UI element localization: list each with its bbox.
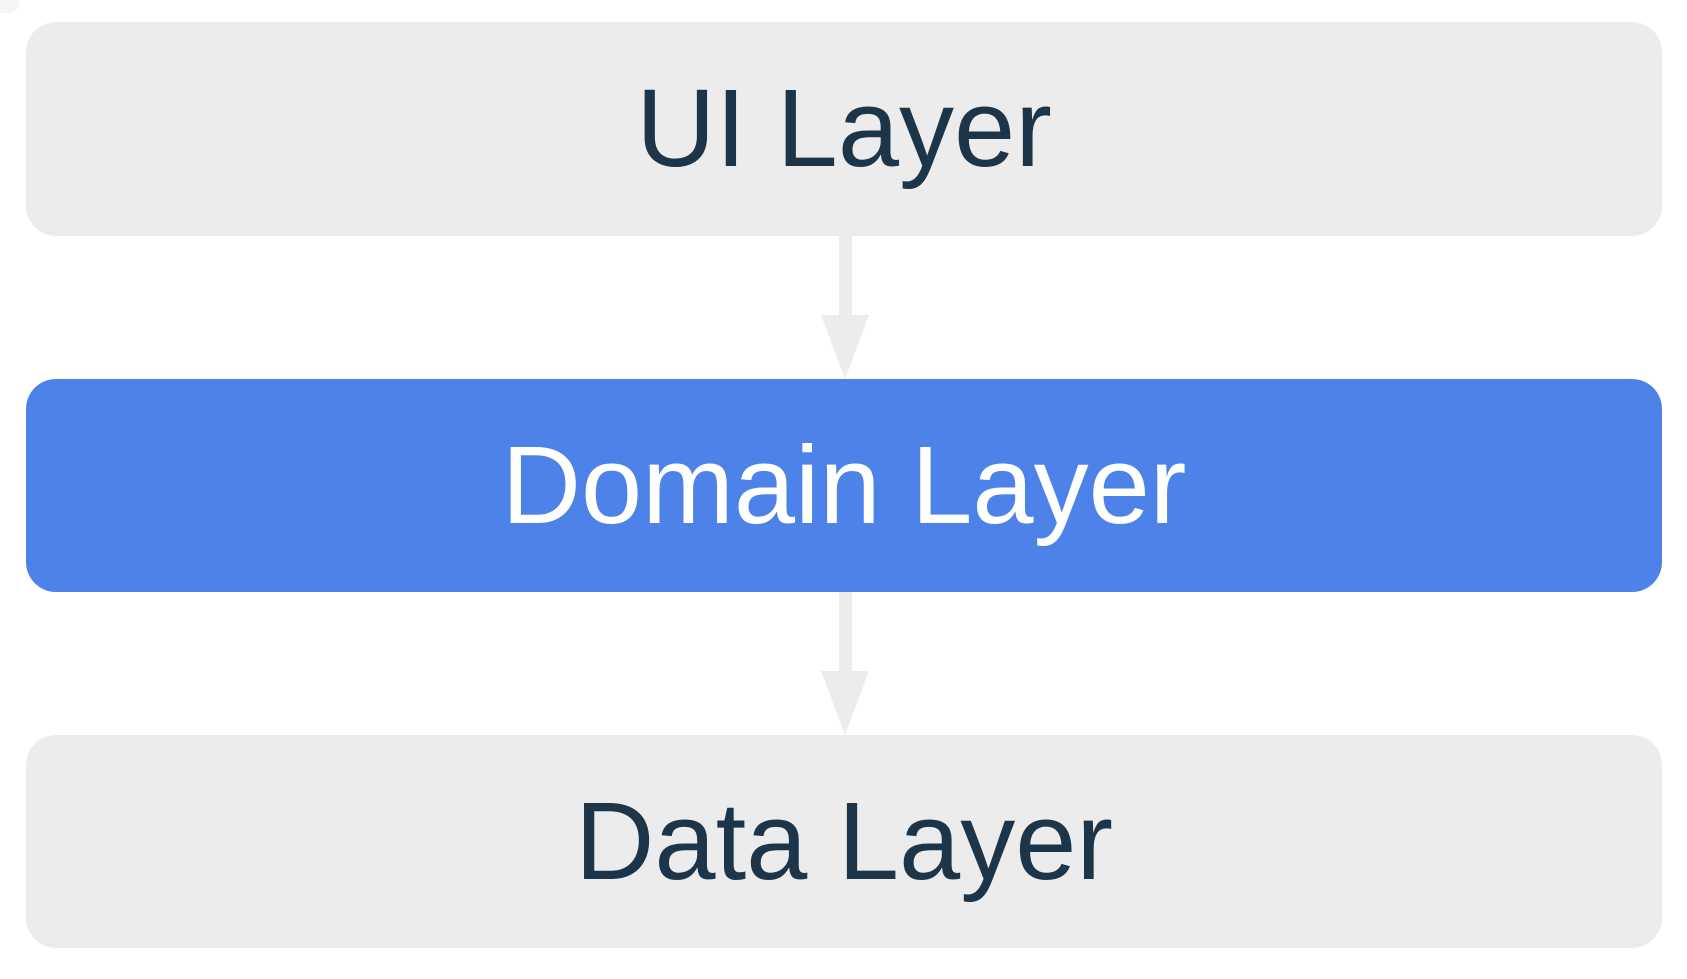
down-arrow-icon [821,671,869,735]
cropped-corner-artifact [0,0,20,13]
ui-layer-box: UI Layer [26,22,1662,236]
arrow-stem [838,592,852,671]
arrow-stem [838,236,852,315]
arrow-ui-to-domain [821,236,869,379]
data-layer-box: Data Layer [26,735,1662,948]
down-arrow-icon [821,315,869,379]
domain-layer-box: Domain Layer [26,379,1662,592]
ui-layer-label: UI Layer [636,67,1052,190]
domain-layer-label: Domain Layer [501,423,1187,547]
arrow-domain-to-data [821,592,869,735]
data-layer-label: Data Layer [574,779,1114,903]
